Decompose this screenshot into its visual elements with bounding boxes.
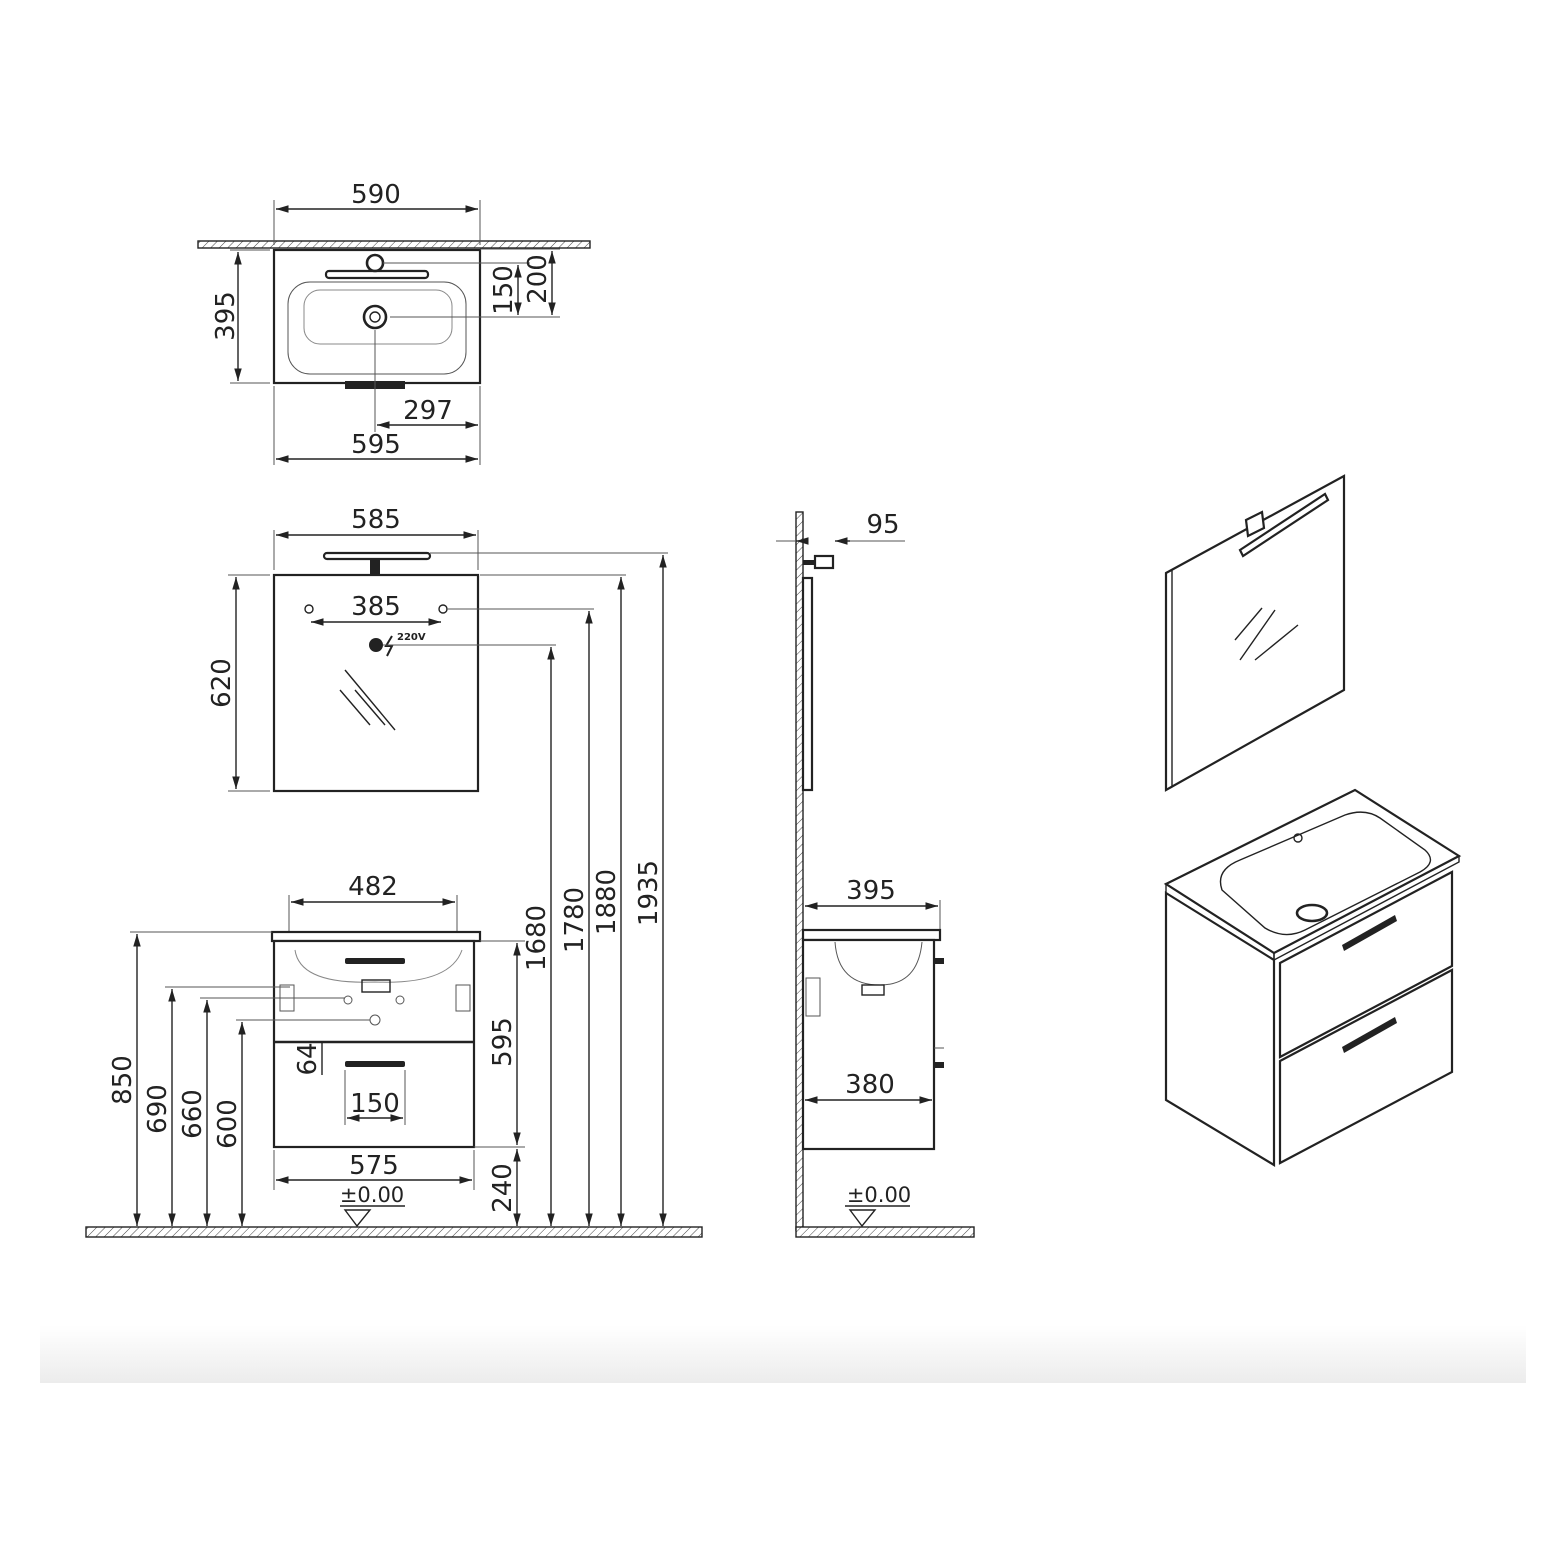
dim-drawer-gap: 64 (293, 1042, 323, 1075)
floor-level-label: ±0.00 (340, 1183, 404, 1207)
mirror-front (272, 573, 480, 793)
handle-bottom-perspective-icon (1342, 1017, 1397, 1053)
handle-top-icon (345, 958, 405, 964)
dim-floor-clearance: 240 (488, 1163, 518, 1213)
dim-tap-basin: 150 (489, 265, 519, 315)
cabinet-side-perspective (1164, 891, 1276, 1167)
floor-level-label-side: ±0.00 (847, 1183, 911, 1207)
basin-bowl-perspective (1219, 811, 1432, 936)
dim-top-depth: 395 (211, 291, 241, 341)
cabinet-front (272, 939, 476, 1149)
dim-cabinet-width: 575 (349, 1151, 399, 1181)
level-marker-side-icon (848, 1209, 877, 1228)
top-view: 590 395 150 200 297 595 (197, 180, 591, 465)
dim-height-850: 850 (108, 1055, 138, 1105)
drawer-top-perspective (1278, 870, 1454, 1059)
floor-side (795, 1226, 975, 1238)
front-view: 585 385 220V 620 482 (85, 505, 703, 1238)
floor-front (85, 1226, 703, 1238)
mirror-side (801, 576, 814, 792)
dim-height-1935: 1935 (634, 860, 664, 926)
dim-height-1680: 1680 (522, 905, 552, 971)
dim-bottom-width: 595 (351, 430, 401, 460)
dim-cabinet-depth-side: 380 (845, 1070, 895, 1100)
dim-height-1880: 1880 (592, 869, 622, 935)
basin-bowl-top (287, 281, 467, 375)
voltage-label: 220V (397, 632, 426, 643)
cabinet-side (801, 938, 936, 1151)
dim-cabinet-height: 595 (488, 1017, 518, 1067)
fixing-left-icon (304, 604, 314, 614)
dim-mirror-width: 585 (351, 505, 401, 535)
dim-height-1780: 1780 (560, 887, 590, 953)
basin-top-side (801, 928, 942, 942)
level-marker-icon (343, 1209, 372, 1228)
wall-section-top (197, 240, 591, 249)
dim-light-depth: 95 (866, 510, 899, 540)
dim-drain-offset: 297 (403, 396, 453, 426)
dim-mirror-height: 620 (207, 658, 237, 708)
dim-handle-width: 150 (350, 1089, 400, 1119)
light-bar-perspective (1238, 492, 1330, 558)
bottom-fade (40, 1325, 1526, 1383)
dim-height-660: 660 (178, 1089, 208, 1139)
dim-mirror-fixing: 385 (351, 592, 401, 622)
side-view: 95 395 380 ±0.00 (776, 510, 975, 1238)
perspective-view (1163, 474, 1462, 1167)
electric-icon (384, 635, 394, 657)
basin-top-front (270, 930, 482, 943)
handle-top-perspective-icon (1342, 915, 1397, 951)
dim-basin-width: 482 (348, 872, 398, 902)
handle-bottom-icon (345, 1061, 405, 1067)
drawer-bottom-perspective (1278, 968, 1454, 1165)
drain-icon (362, 304, 388, 330)
socket-icon (369, 638, 383, 652)
light-bar-front (322, 551, 432, 561)
dim-height-600: 600 (213, 1099, 243, 1149)
dim-top-width: 590 (351, 180, 401, 210)
dim-top-depth-side: 395 (846, 876, 896, 906)
dim-tap-wall: 200 (523, 254, 553, 304)
dim-height-690: 690 (143, 1084, 173, 1134)
